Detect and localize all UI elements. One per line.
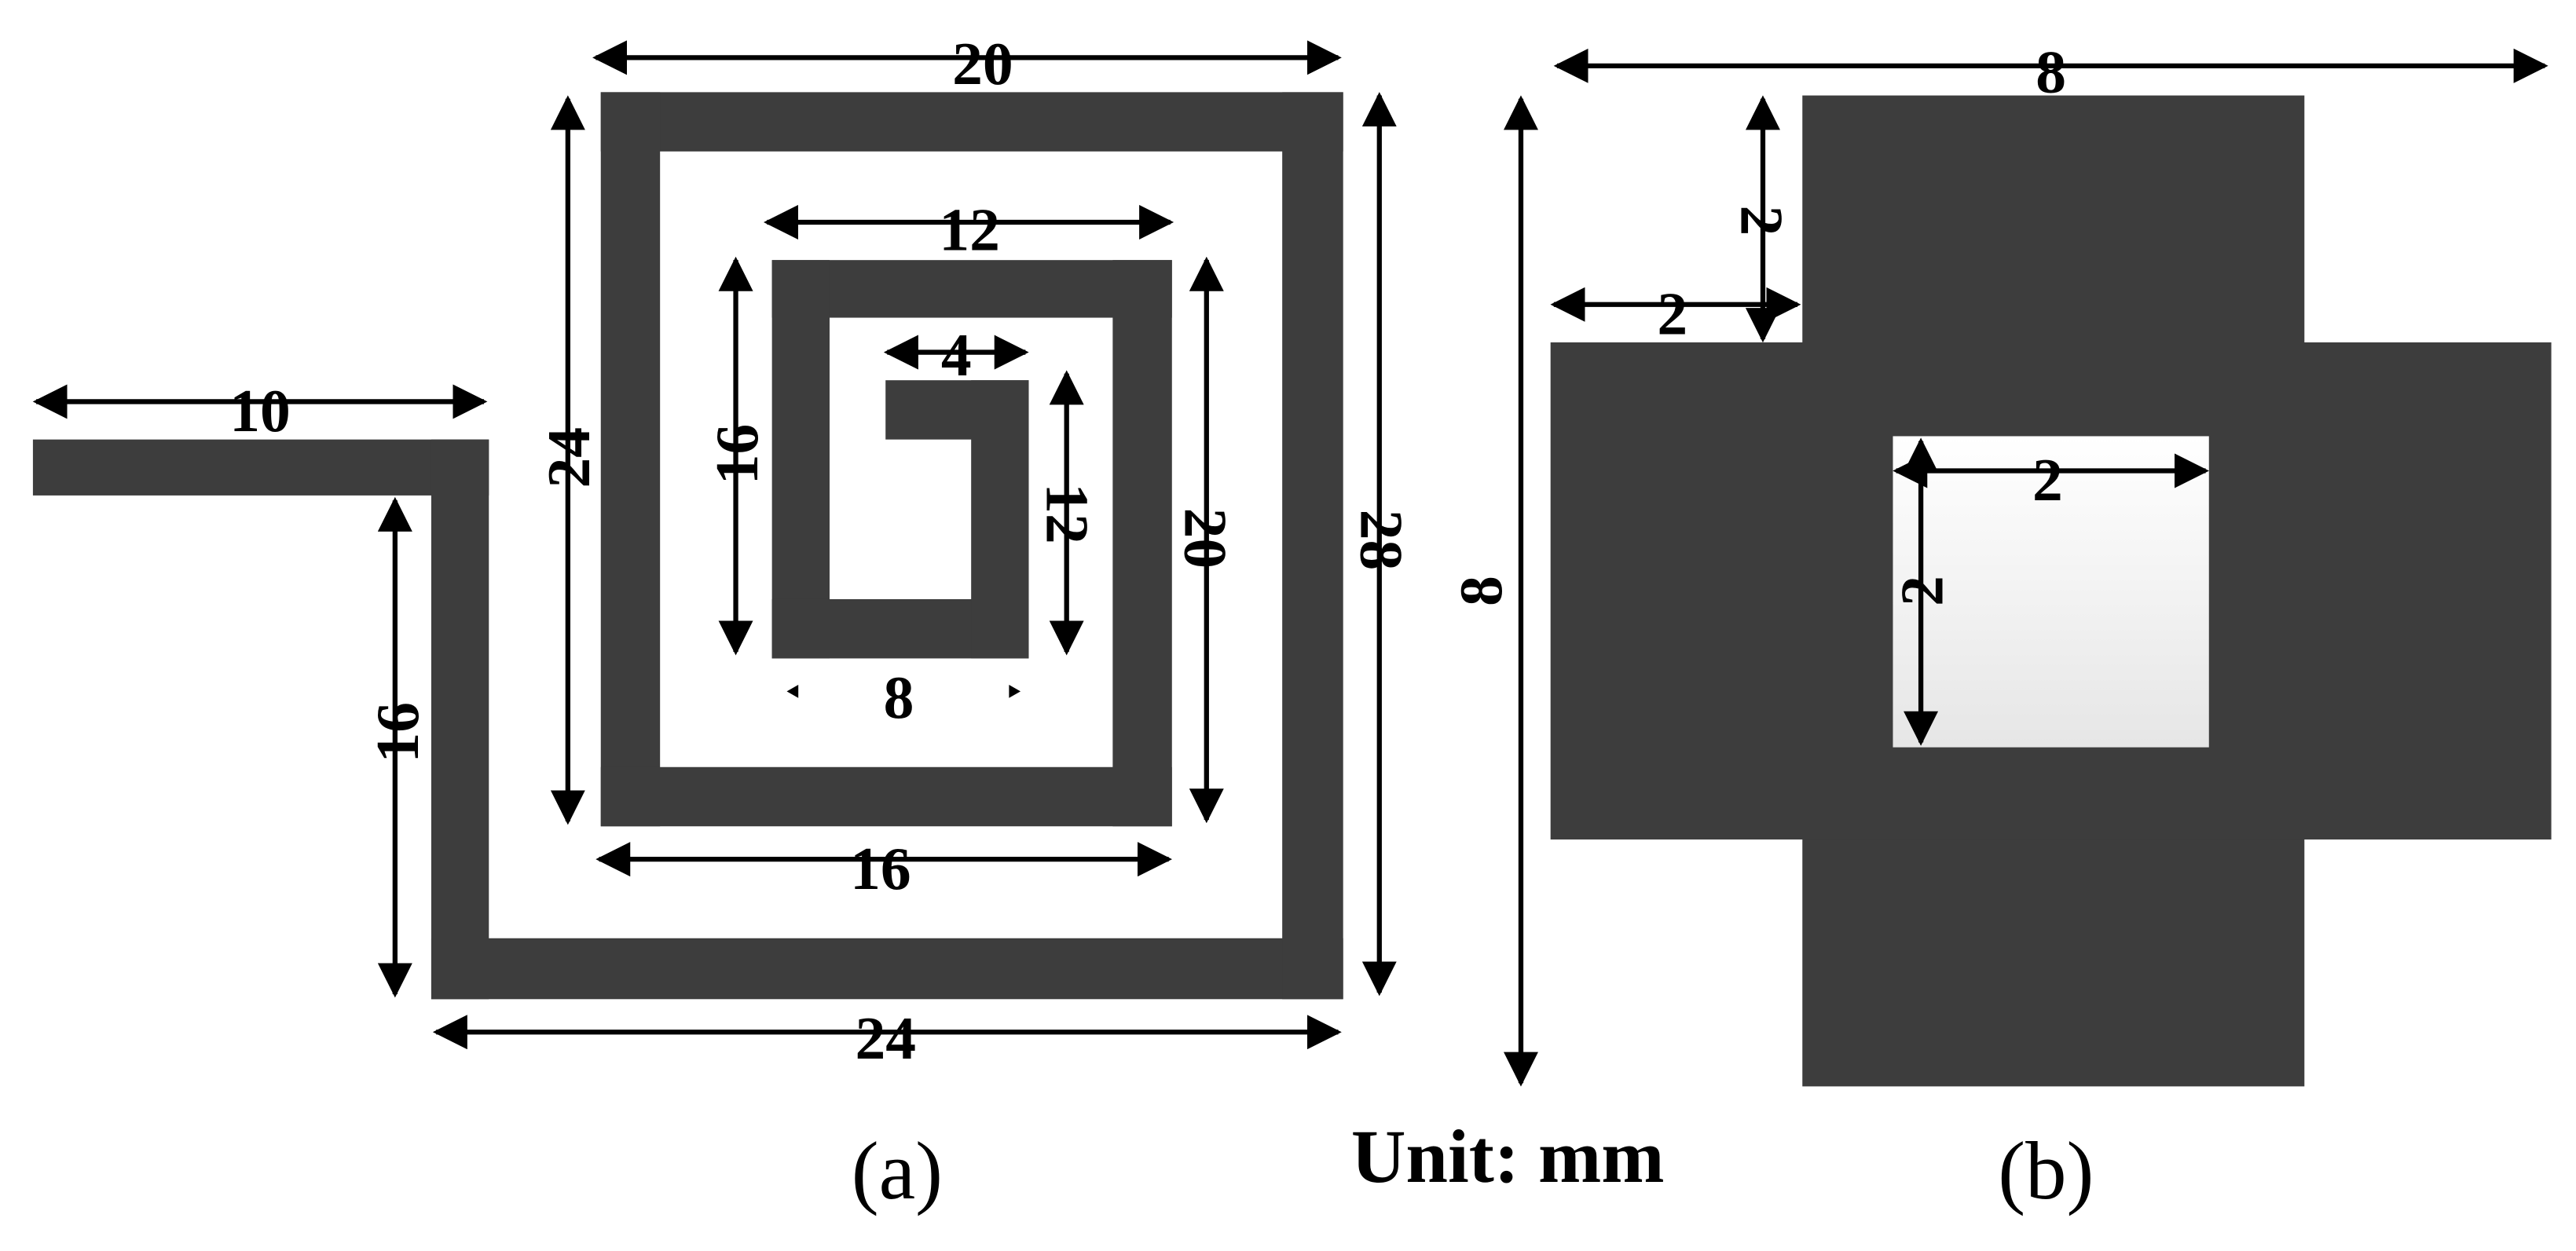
cross-patch xyxy=(1550,95,2552,1087)
label-core-right-height: 12 xyxy=(1034,483,1101,544)
label-inner-bottom-width: 16 xyxy=(850,835,911,902)
label-slot-height: 2 xyxy=(1888,576,1955,606)
label-ring-left-height: 24 xyxy=(535,427,603,488)
feed-vertical-strip xyxy=(431,439,489,1000)
label-total-height: 8 xyxy=(1447,576,1515,606)
outer-right-strip xyxy=(1282,92,1343,1000)
outer-top-strip xyxy=(600,92,1343,152)
label-corner-notch-height: 2 xyxy=(1728,205,1796,236)
dimension-labels-b: 8 8 2 2 2 2 xyxy=(1447,38,2066,606)
label-bottom-width: 24 xyxy=(855,1004,916,1072)
mid-left-strip xyxy=(771,260,830,659)
label-feed-length: 10 xyxy=(229,377,291,444)
outer-left-strip xyxy=(600,92,661,827)
panel-a: 10 16 24 20 28 24 16 12 16 20 4 12 8 (a) xyxy=(32,30,1416,1216)
mid-right-strip xyxy=(1112,260,1172,827)
label-mid-top-width: 12 xyxy=(939,196,1000,264)
label-corner-notch-width: 2 xyxy=(1657,280,1687,347)
spiral-resonator xyxy=(32,92,1343,1000)
caption-b: (b) xyxy=(1998,1125,2094,1216)
label-outer-top-width: 20 xyxy=(952,30,1013,97)
core-top-strip xyxy=(885,380,1029,440)
label-outer-height: 28 xyxy=(1348,510,1416,571)
inner-bottom-strip xyxy=(600,766,1172,827)
label-core-bottom-width: 8 xyxy=(884,664,914,731)
dimension-labels-a: 10 16 24 20 28 24 16 12 16 20 4 12 8 xyxy=(229,30,1415,1072)
feed-horizontal-strip xyxy=(32,439,489,496)
label-core-top-width: 4 xyxy=(941,321,972,389)
panel-b: 8 8 2 2 2 2 (b) xyxy=(1447,38,2552,1216)
label-mid-right-height: 20 xyxy=(1172,508,1240,569)
label-feed-vertical: 16 xyxy=(364,702,431,763)
dimension-lines-b xyxy=(1503,48,2549,1087)
caption-a: (a) xyxy=(852,1125,943,1216)
unit-label: Unit: mm xyxy=(1351,1114,1665,1198)
dim-arrow-core-bottom-left xyxy=(786,684,799,698)
bottom-strip xyxy=(431,938,1343,1000)
dim-arrow-core-bottom-right xyxy=(1009,684,1021,698)
label-total-width: 8 xyxy=(2036,38,2066,105)
label-slot-width: 2 xyxy=(2032,446,2063,514)
mid-top-strip xyxy=(771,260,1172,318)
dimension-lines-a xyxy=(32,40,1397,1050)
label-mid-left-height: 16 xyxy=(703,424,771,485)
